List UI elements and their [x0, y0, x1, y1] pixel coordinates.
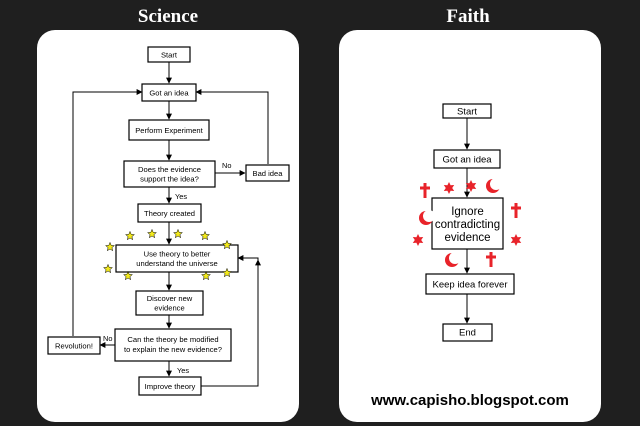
perform-experiment-box: [128, 119, 210, 141]
evidence-question-line2: support the idea?: [140, 175, 199, 184]
crescent-icon: [445, 252, 461, 267]
star-icon: [510, 234, 522, 246]
use-theory-line2: understand the universe: [136, 259, 217, 268]
ignore-evidence-line3: evidence: [444, 232, 490, 244]
keep-idea-box: [425, 273, 515, 295]
star-icon: [465, 180, 477, 192]
crescent-icon: [419, 210, 435, 225]
use-theory-line1: Use theory to better: [144, 250, 211, 259]
star-icon: [122, 270, 134, 281]
use-theory-box: [115, 244, 239, 273]
star-icon: [443, 182, 455, 194]
star-icon: [412, 234, 424, 246]
faith-start-label: Start: [457, 107, 477, 118]
science-start-box: [147, 46, 191, 63]
faith-title: Faith: [446, 6, 490, 27]
modify-question-line2: to explain the new evidence?: [124, 345, 222, 354]
cross-icon: [511, 203, 521, 218]
crescent-icon: [486, 178, 502, 193]
star-icon: [221, 267, 233, 278]
ignore-evidence-line2: contradicting: [435, 219, 500, 231]
science-stars: [102, 228, 233, 281]
evidence-question-line1: Does the evidence: [138, 165, 201, 174]
science-got-idea-label: Got an idea: [149, 89, 189, 98]
no-label-2: No: [103, 334, 112, 343]
bad-idea-label: Bad idea: [253, 169, 284, 178]
ignore-evidence-box: [431, 197, 504, 250]
no-label-1: No: [222, 161, 231, 170]
bad-idea-box: [245, 164, 290, 182]
star-icon: [124, 230, 136, 241]
revolution-box: [47, 336, 101, 355]
science-got-idea-box: [141, 83, 197, 102]
yes-label-1: Yes: [175, 192, 187, 201]
science-start-label: Start: [161, 51, 178, 60]
modify-question-line1: Can the theory be modified: [127, 335, 218, 344]
science-title: Science: [138, 6, 198, 27]
star-icon: [221, 239, 233, 250]
faith-got-idea-box: [433, 149, 501, 169]
discover-evidence-line1: Discover new: [147, 294, 193, 303]
revolution-label: Revolution!: [55, 342, 93, 351]
modify-question-box: [114, 328, 232, 362]
cross-icon: [420, 183, 430, 198]
faith-got-idea-label: Got an idea: [442, 155, 492, 166]
faith-start-box: [442, 103, 492, 119]
star-icon: [146, 228, 158, 239]
theory-created-label: Theory created: [144, 209, 195, 218]
cross-icon: [486, 252, 496, 267]
star-icon: [102, 263, 114, 274]
discover-evidence-box: [135, 290, 204, 316]
yes-label-2: Yes: [177, 366, 189, 375]
keep-idea-label: Keep idea forever: [433, 280, 508, 291]
faith-end-label: End: [459, 328, 476, 339]
ignore-evidence-line1: Ignore: [451, 206, 484, 218]
faith-symbols: [412, 178, 522, 267]
faith-red-stars: [412, 180, 522, 246]
blog-url: www.capisho.blogspot.com: [370, 392, 569, 409]
discover-evidence-line2: evidence: [154, 304, 184, 313]
improve-theory-box: [138, 376, 202, 396]
faith-flowchart: Start Got an idea Ignore contradicting e…: [412, 103, 522, 342]
star-icon: [172, 228, 184, 239]
science-panel: [37, 30, 299, 422]
improve-theory-label: Improve theory: [145, 382, 196, 391]
theory-created-box: [137, 203, 202, 223]
star-icon: [199, 230, 211, 241]
faith-end-box: [442, 323, 493, 342]
star-icon: [200, 270, 212, 281]
science-flowchart: Start Got an idea Perform Experiment Doe…: [47, 46, 290, 396]
perform-experiment-label: Perform Experiment: [135, 126, 203, 135]
star-icon: [104, 241, 116, 252]
evidence-question-box: [123, 160, 216, 188]
